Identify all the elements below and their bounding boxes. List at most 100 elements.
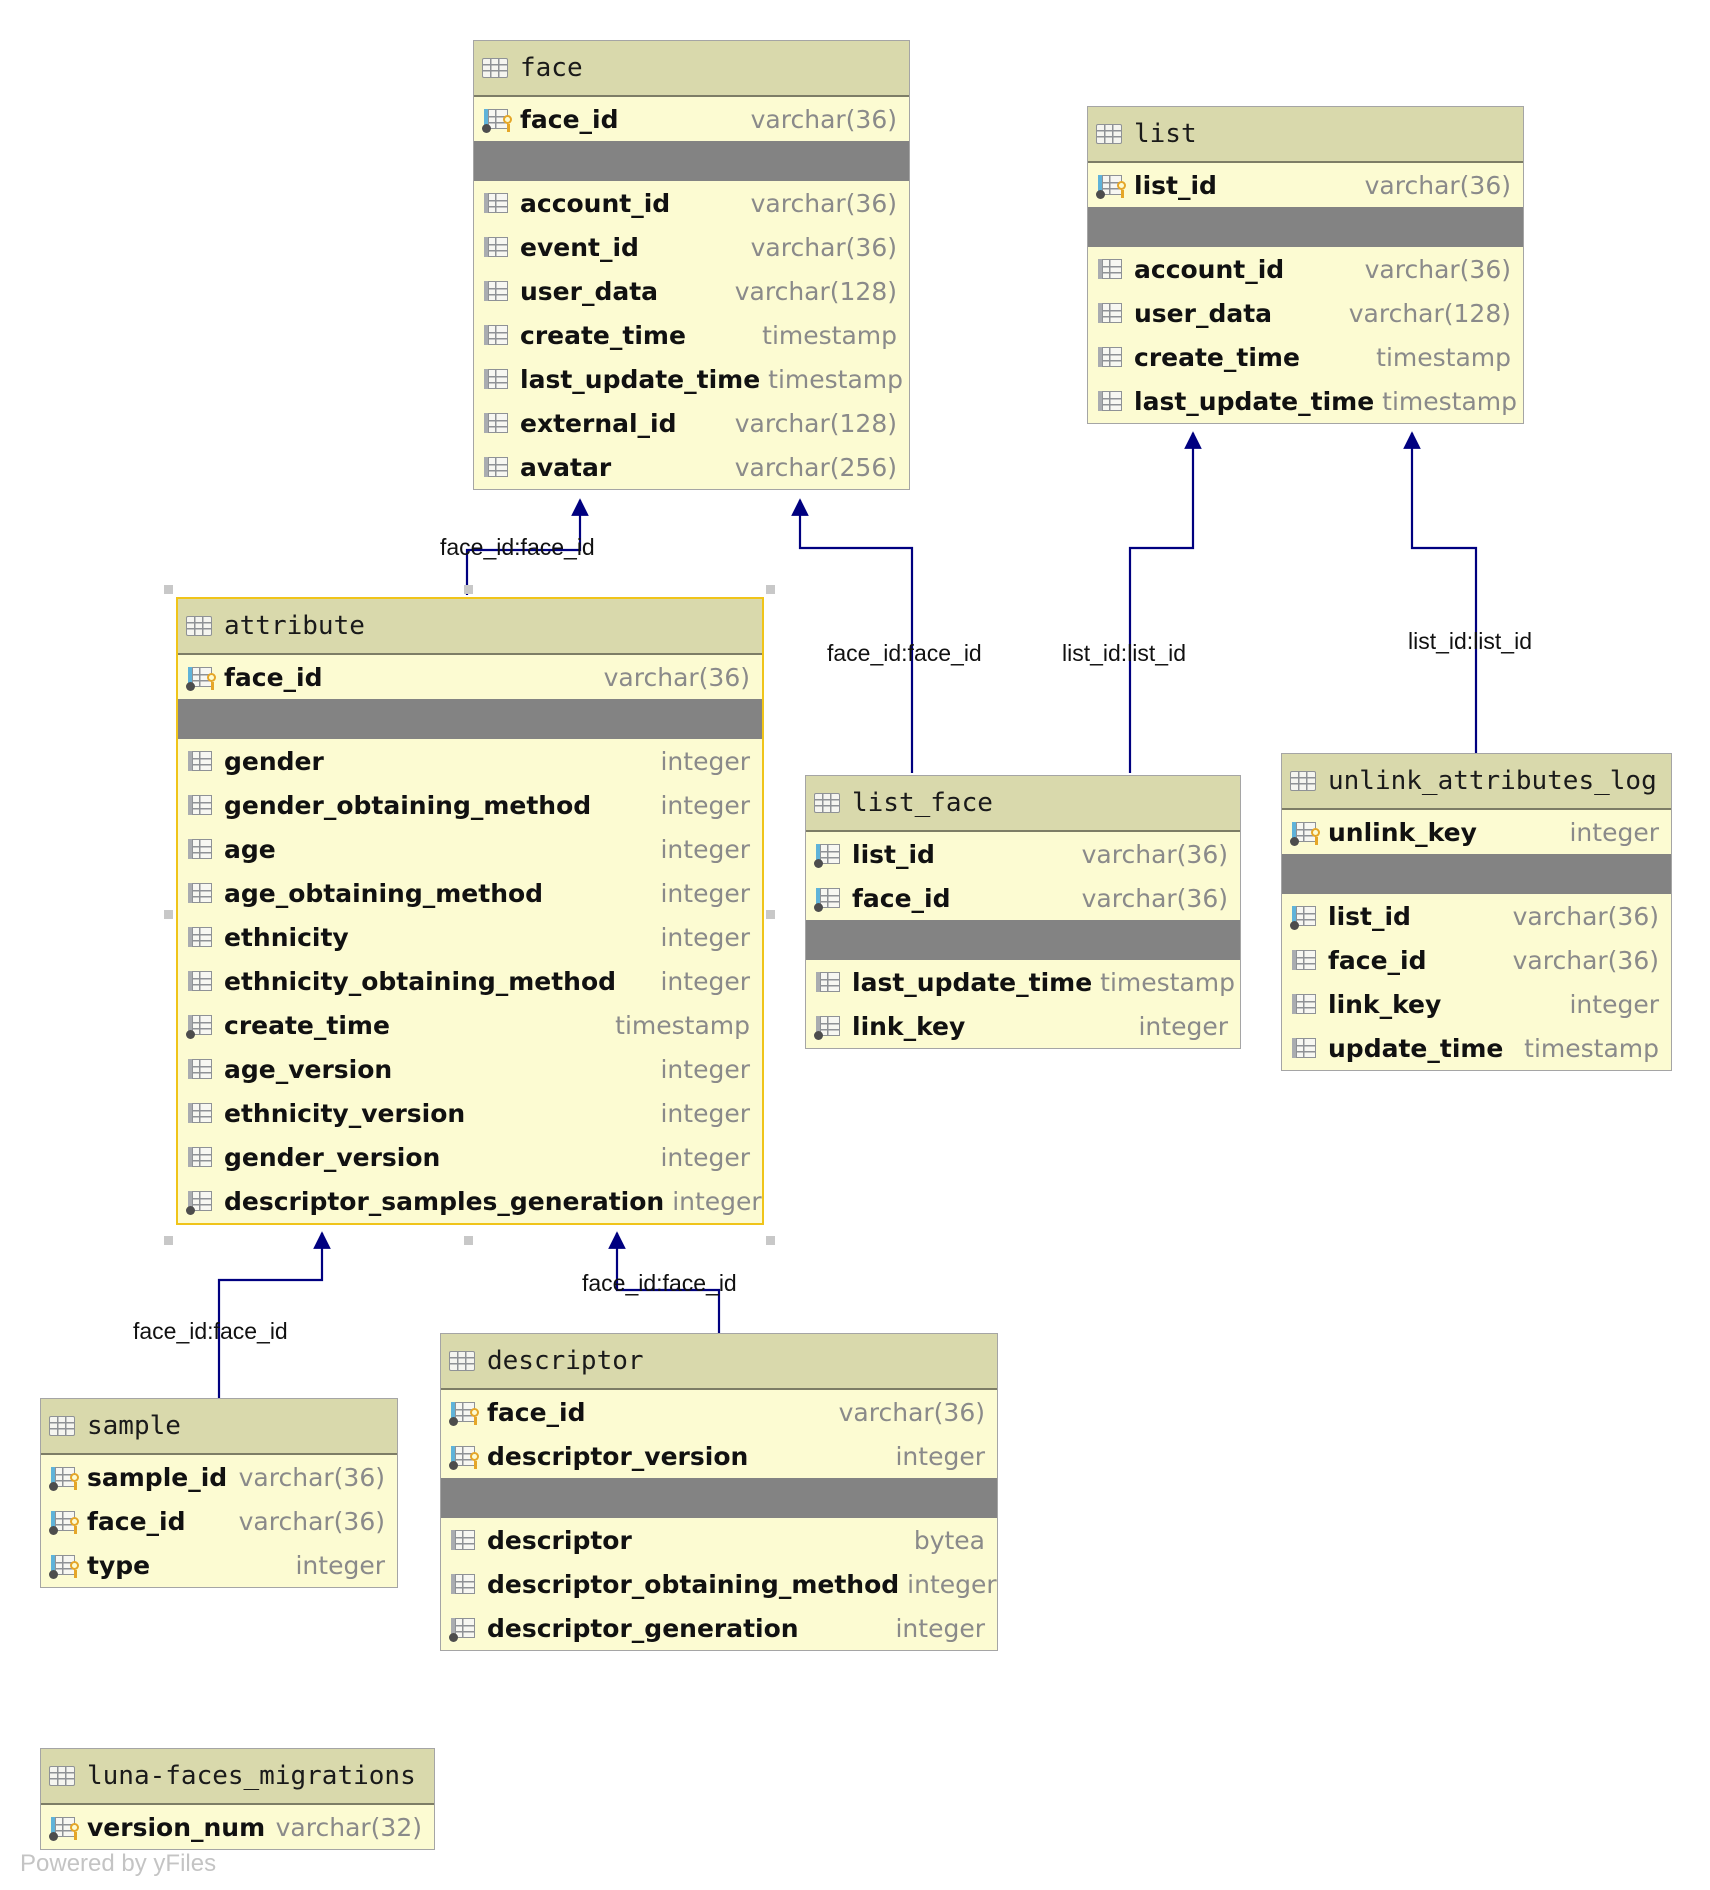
column-type: varchar(36) — [750, 104, 897, 134]
table-header[interactable]: descriptor — [441, 1334, 997, 1390]
key-separator — [1282, 854, 1671, 894]
table-header[interactable]: attribute — [178, 599, 762, 655]
column-type: varchar(36) — [238, 1506, 385, 1536]
column-name: descriptor_generation — [487, 1613, 799, 1643]
table-header[interactable]: unlink_attributes_log — [1282, 754, 1671, 810]
column-name: version_num — [87, 1812, 266, 1842]
relation-line-list_face-list[interactable] — [1128, 431, 1202, 773]
column-row[interactable]: descriptor_version integer — [441, 1434, 997, 1478]
column-name: descriptor_version — [487, 1441, 749, 1471]
key-separator — [178, 699, 762, 739]
relation-line-attribute-face[interactable] — [465, 498, 589, 595]
table-header[interactable]: luna-faces_migrations — [41, 1749, 434, 1805]
column-icon — [186, 923, 216, 951]
column-name: ethnicity_obtaining_method — [224, 966, 617, 996]
key-separator — [1088, 207, 1523, 247]
table-header[interactable]: list_face — [806, 776, 1240, 832]
relation-line-unlink_attributes_log-list[interactable] — [1403, 431, 1478, 753]
relation-line-descriptor-attribute[interactable] — [608, 1231, 721, 1333]
table-header[interactable]: list — [1088, 107, 1523, 163]
column-icon — [186, 747, 216, 775]
column-type: integer — [895, 1441, 985, 1471]
column-row[interactable]: face_id varchar(36) — [441, 1390, 997, 1434]
column-type: integer — [660, 834, 750, 864]
column-name: face_id — [487, 1397, 586, 1427]
table-header[interactable]: sample — [41, 1399, 397, 1455]
column-name: update_time — [1328, 1033, 1504, 1063]
indexed-column-icon — [186, 1011, 216, 1039]
relation-line-list_face-face[interactable] — [791, 498, 914, 773]
column-type: timestamp — [1100, 967, 1236, 997]
column-icon — [186, 791, 216, 819]
column-type: varchar(36) — [603, 662, 750, 692]
relation-line-sample-attribute[interactable] — [217, 1231, 331, 1400]
table-descriptor[interactable]: descriptor face_id varchar(36) descriptor_v… — [440, 1333, 998, 1651]
column-name: external_id — [520, 408, 677, 438]
table-title: unlink_attributes_log — [1328, 766, 1657, 796]
indexed-column-icon — [449, 1614, 479, 1642]
column-icon — [186, 1143, 216, 1171]
column-icon — [482, 189, 512, 217]
selection-handles[interactable] — [164, 585, 775, 1245]
column-type: varchar(36) — [838, 1397, 985, 1427]
column-name: event_id — [520, 232, 639, 262]
column-name: create_time — [520, 320, 686, 350]
column-name: age_version — [224, 1054, 393, 1084]
column-type: integer — [1569, 817, 1659, 847]
table-header[interactable]: face — [474, 41, 909, 97]
primary-key-icon — [482, 105, 512, 133]
column-icon — [1290, 990, 1320, 1018]
column-type: integer — [660, 1098, 750, 1128]
column-type: integer — [660, 1142, 750, 1172]
